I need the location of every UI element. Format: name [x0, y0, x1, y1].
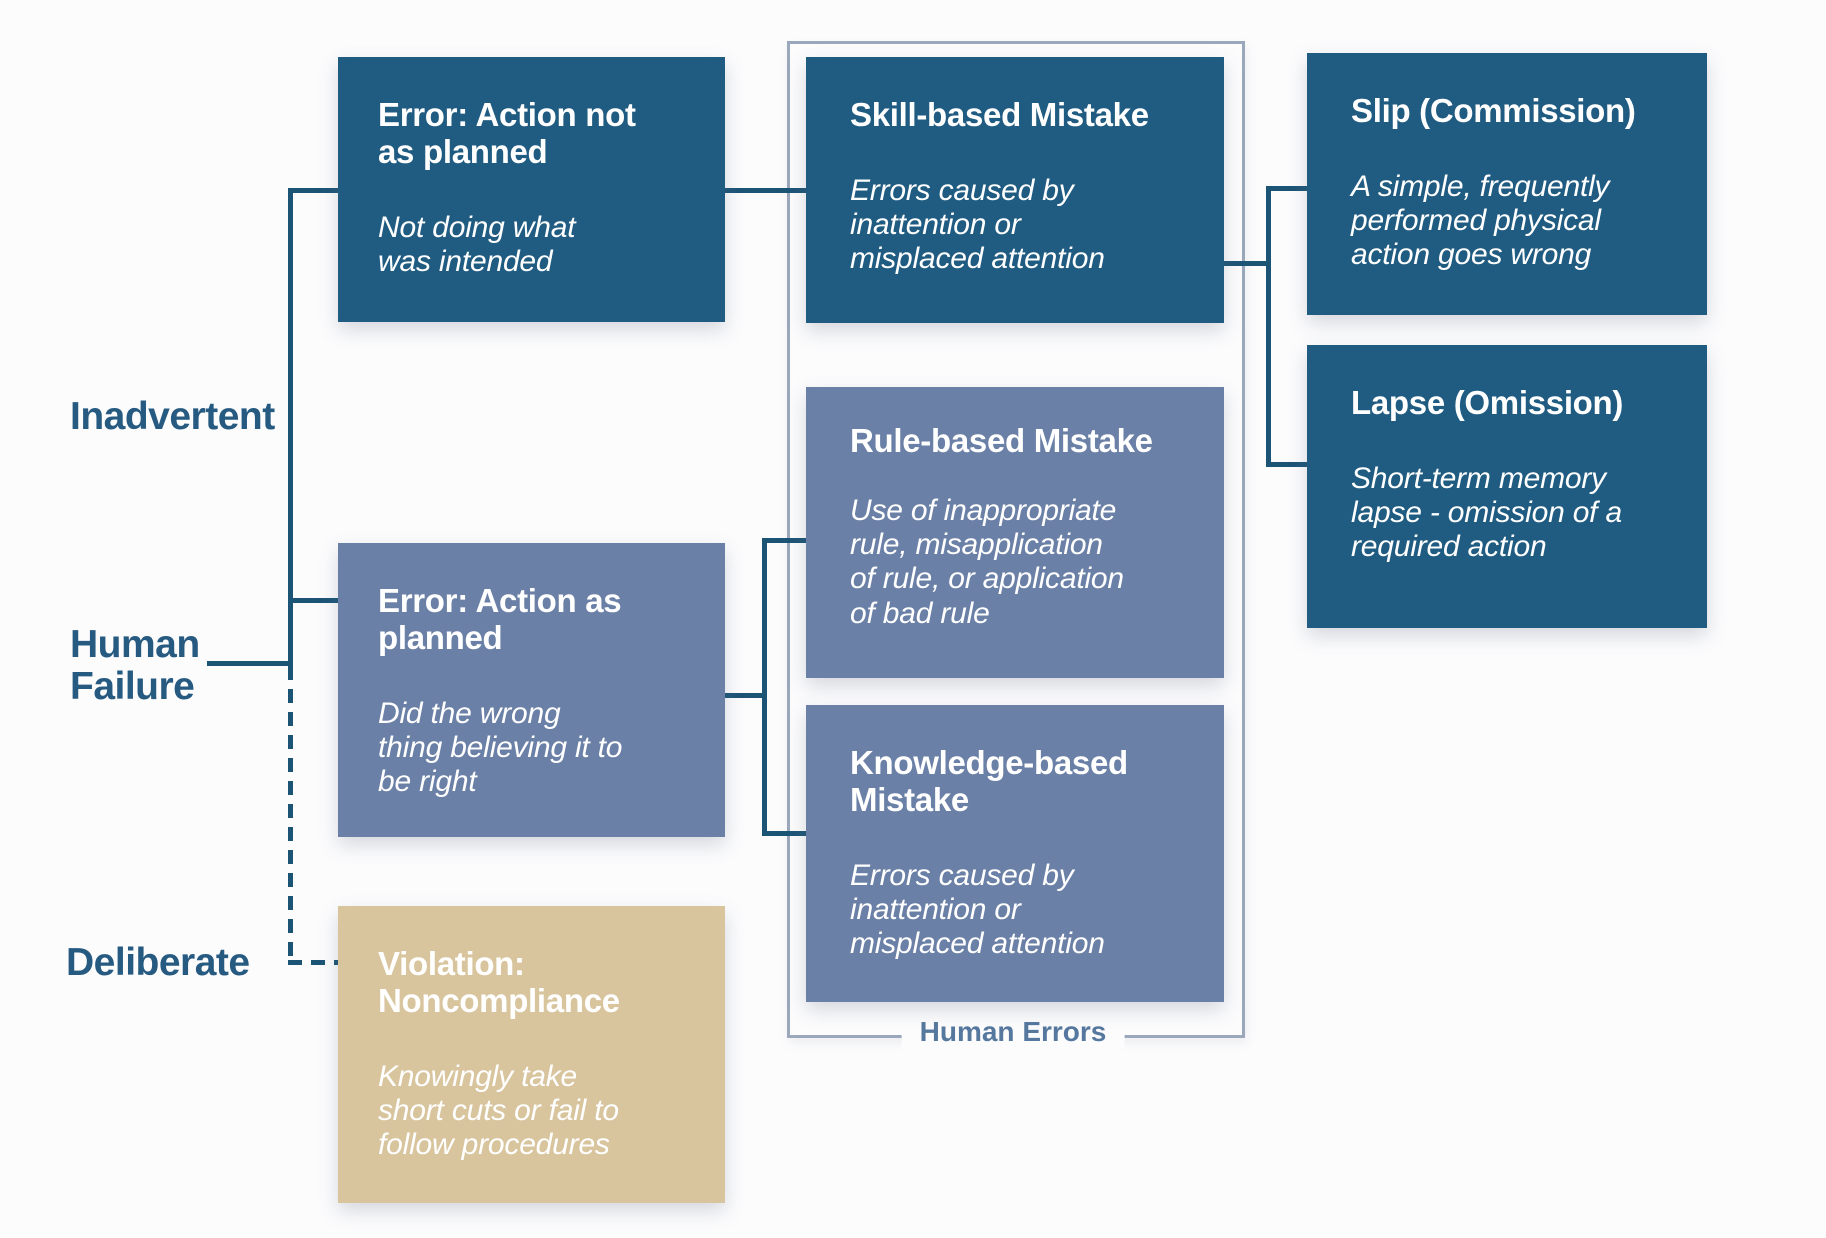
connector-right-bracket-vertical	[1266, 186, 1271, 467]
box-body: Short-term memory lapse - omission of a …	[1351, 461, 1622, 564]
connector-arm-to-knowledge	[762, 831, 806, 836]
box-body: Did the wrong thing believing it to be r…	[378, 696, 623, 799]
box-body: Knowingly take short cuts or fail to fol…	[378, 1059, 619, 1162]
box-lapse-omission: Lapse (Omission) Short-term memory lapse…	[1307, 345, 1707, 628]
connector-human-failure-feed	[207, 661, 293, 666]
connector-arm-to-slip	[1266, 186, 1307, 191]
label-inadvertent: Inadvertent	[70, 395, 275, 438]
connector-arm-to-lapse	[1266, 462, 1307, 467]
label-human-failure: Human Failure	[70, 623, 200, 709]
box-title: Violation: Noncompliance	[378, 945, 620, 1019]
box-title: Slip (Commission)	[1351, 92, 1636, 129]
box-slip-commission: Slip (Commission) A simple, frequently p…	[1307, 53, 1707, 315]
box-skill-based-mistake: Skill-based Mistake Errors caused by ina…	[806, 57, 1224, 323]
connector-mid-bracket-vertical	[762, 538, 767, 836]
connector-deliberate-dashed-vertical	[288, 666, 293, 965]
box-violation-noncompliance: Violation: Noncompliance Knowingly take …	[338, 906, 725, 1203]
box-title: Rule-based Mistake	[850, 422, 1153, 459]
box-body: Errors caused by inattention or misplace…	[850, 858, 1105, 961]
box-knowledge-based-mistake: Knowledge-based Mistake Errors caused by…	[806, 705, 1224, 1002]
box-title: Error: Action not as planned	[378, 96, 636, 170]
label-deliberate: Deliberate	[66, 941, 250, 984]
box-title: Error: Action as planned	[378, 582, 622, 656]
box-rule-based-mistake: Rule-based Mistake Use of inappropriate …	[806, 387, 1224, 678]
connector-skill-feed	[1224, 261, 1271, 266]
box-body: A simple, frequently performed physical …	[1351, 169, 1610, 272]
box-body: Use of inappropriate rule, misapplicatio…	[850, 493, 1124, 630]
connector-arm-to-rule	[762, 538, 806, 543]
connector-to-error-as-planned	[288, 598, 340, 603]
connector-to-error-not-planned	[288, 188, 340, 193]
human-errors-group-label: Human Errors	[901, 1014, 1125, 1050]
connector-error-as-planned-feed	[725, 693, 767, 698]
box-error-action-not-as-planned: Error: Action not as planned Not doing w…	[338, 57, 725, 322]
box-title: Knowledge-based Mistake	[850, 744, 1128, 818]
box-body: Errors caused by inattention or misplace…	[850, 173, 1105, 276]
box-body: Not doing what was intended	[378, 210, 576, 279]
connector-deliberate-dashed-horizontal	[288, 960, 340, 965]
connector-trunk-vertical	[288, 188, 293, 668]
connector-error-to-skill	[725, 188, 806, 193]
box-title: Skill-based Mistake	[850, 96, 1149, 133]
box-title: Lapse (Omission)	[1351, 384, 1624, 421]
box-error-action-as-planned: Error: Action as planned Did the wrong t…	[338, 543, 725, 837]
